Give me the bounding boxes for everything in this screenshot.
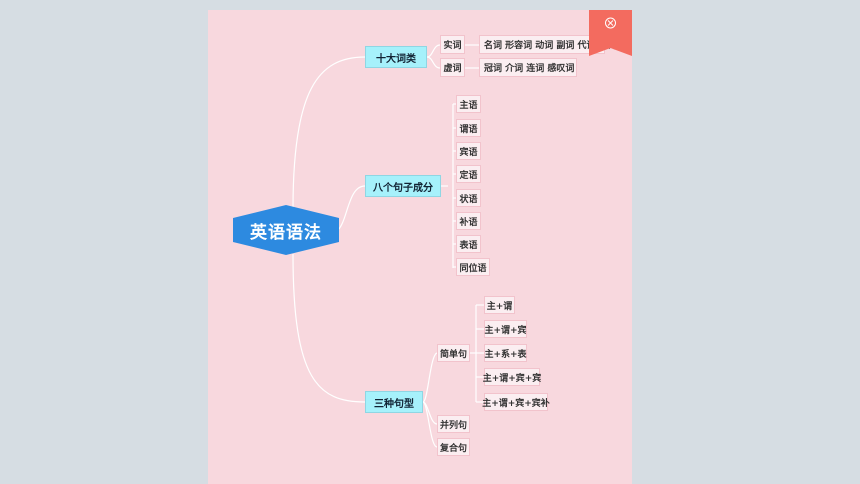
leaf-svo-pattern-4[interactable]: 主+谓+宾+宾 xyxy=(483,368,541,386)
root-node[interactable]: 英语语法 xyxy=(233,205,339,255)
leaf-function-word-list[interactable]: 冠词 介词 连词 感叹词 xyxy=(479,58,577,77)
leaf-predicative[interactable]: 表语 xyxy=(456,235,481,253)
leaf-subject[interactable]: 主语 xyxy=(456,95,481,113)
mindmap-canvas: 英语语法 十大词类 实词 名词 形容词 动词 副词 代词 数词 虚词 冠词 介词… xyxy=(208,10,632,484)
root-label: 英语语法 xyxy=(250,222,322,243)
leaf-svo-pattern-2[interactable]: 主+谓+宾 xyxy=(484,320,527,338)
leaf-complement[interactable]: 补语 xyxy=(456,212,481,230)
leaf-svo-pattern-1[interactable]: 主+谓 xyxy=(484,296,515,314)
node-complex-sentence[interactable]: 复合句 xyxy=(437,438,470,456)
node-content-words[interactable]: 实词 xyxy=(440,35,465,54)
leaf-object[interactable]: 宾语 xyxy=(456,142,481,160)
node-function-words[interactable]: 虚词 xyxy=(440,58,465,77)
leaf-svo-pattern-3[interactable]: 主+系+表 xyxy=(484,344,527,362)
branch-sentence-elements[interactable]: 八个句子成分 xyxy=(365,175,441,197)
leaf-predicate[interactable]: 谓语 xyxy=(456,119,481,137)
branch-sentence-types[interactable]: 三种句型 xyxy=(365,391,423,413)
leaf-attribute[interactable]: 定语 xyxy=(456,165,481,183)
logo-badge-icon xyxy=(605,17,616,29)
leaf-svo-pattern-5[interactable]: 主+谓+宾+宾补 xyxy=(482,393,550,411)
leaf-content-word-list[interactable]: 名词 形容词 动词 副词 代词 数词 xyxy=(479,35,617,54)
leaf-adverbial[interactable]: 状语 xyxy=(456,189,481,207)
branch-word-classes[interactable]: 十大词类 xyxy=(365,46,427,68)
leaf-appositive[interactable]: 同位语 xyxy=(456,258,490,276)
node-simple-sentence[interactable]: 简单句 xyxy=(437,344,470,362)
node-compound-sentence[interactable]: 并列句 xyxy=(437,415,470,433)
connector-lines xyxy=(292,44,484,448)
corner-ribbon xyxy=(589,10,632,56)
